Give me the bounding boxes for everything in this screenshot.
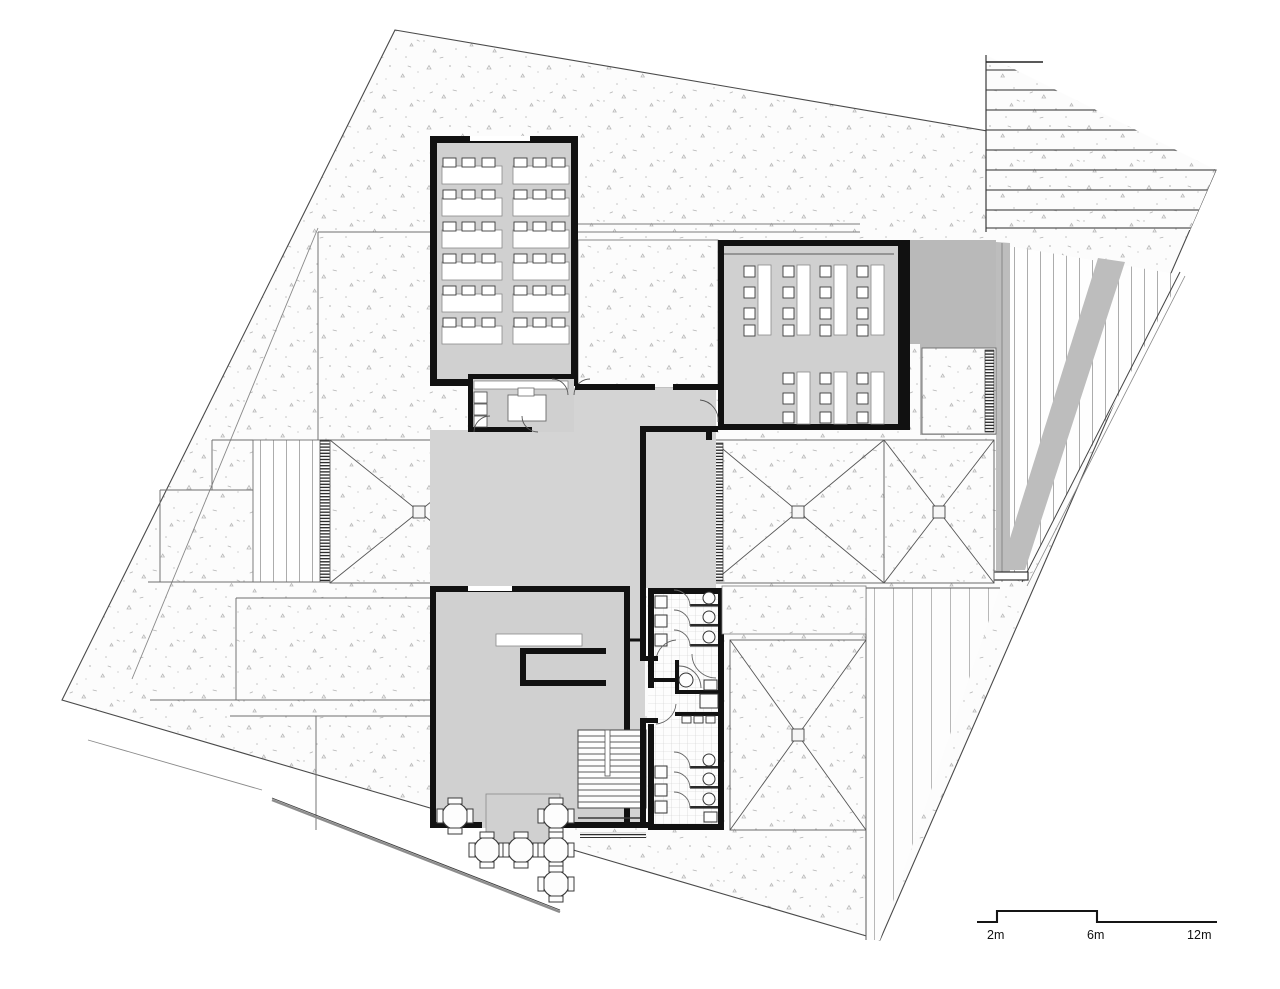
accessible-wc — [640, 639, 719, 725]
service-pantry — [468, 374, 591, 433]
table-set — [468, 831, 506, 869]
paved-strip-south-east — [721, 585, 867, 635]
classroom-north-furniture — [441, 157, 570, 345]
terrace-dark-ne — [900, 240, 996, 344]
table-set — [537, 865, 575, 903]
table-set — [436, 797, 474, 835]
scale-bar-labels: 2m 6m 12m — [975, 928, 1225, 948]
site-boundary-offset-west — [131, 227, 319, 680]
classroom-north — [430, 136, 578, 386]
corridor-walls-north — [575, 384, 751, 586]
table-set — [502, 831, 540, 869]
classroom-east — [699, 240, 910, 430]
deck-west — [252, 439, 336, 583]
corridor-walls-south — [578, 586, 648, 828]
restroom-block — [640, 588, 724, 830]
drain-grating-terrace — [580, 832, 646, 838]
terrace-steps-ne — [985, 55, 1216, 232]
courtyard-e — [883, 439, 995, 584]
stair-core — [577, 729, 647, 825]
classroom-east-furniture — [743, 264, 885, 425]
scale-bar: 2m 6m 12m — [975, 900, 1225, 962]
paved-plot-east — [921, 347, 997, 435]
scale-tick-12m: 12m — [1187, 928, 1212, 942]
restroom-south — [654, 751, 718, 823]
site-boundary-offset-southwest — [87, 739, 263, 791]
scale-bar-graphic — [977, 909, 1217, 924]
west-site-panels — [148, 231, 430, 830]
boundary-wall-southwest — [271, 798, 561, 914]
terrace-cafe — [436, 793, 575, 903]
entry-court — [577, 223, 860, 389]
courtyard-ne — [711, 439, 885, 584]
boundary-wall-southwest-edge — [271, 797, 561, 911]
courtyard-se — [729, 639, 867, 831]
scale-tick-2m: 2m — [987, 928, 1005, 942]
restroom-north — [654, 589, 718, 679]
scale-tick-6m: 6m — [1087, 928, 1105, 942]
